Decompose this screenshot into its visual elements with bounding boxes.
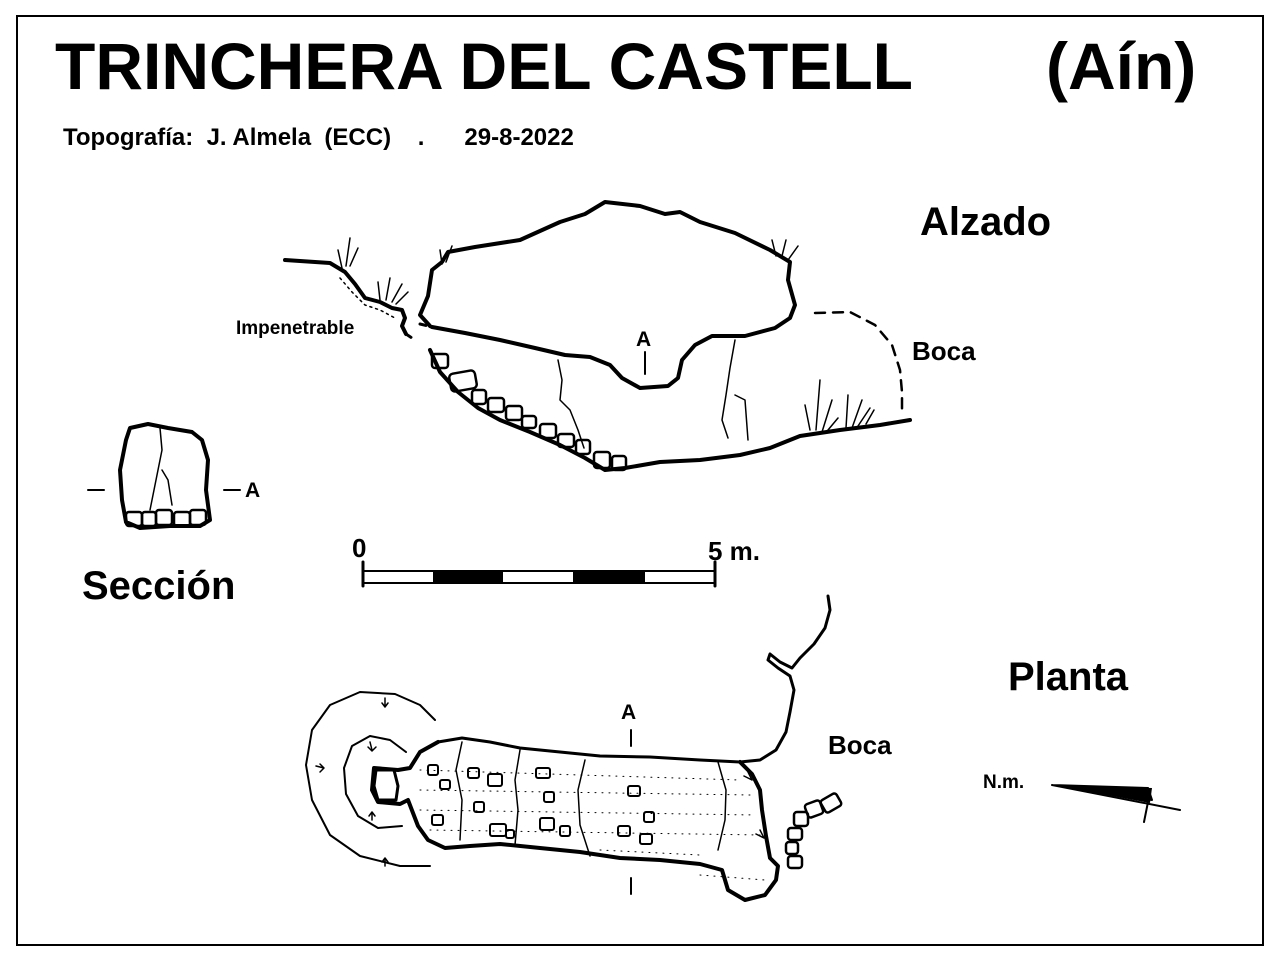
planta-contour-inner — [343, 735, 407, 829]
planta-contour-arrows — [315, 697, 765, 867]
credits-author: J. Almela — [206, 124, 312, 151]
north-arrow-fill — [1052, 785, 1152, 803]
alzado-ceiling — [418, 200, 797, 390]
planta-passage-blocks — [427, 764, 655, 845]
planta-passage-outline — [370, 740, 780, 902]
seccion-crack — [149, 427, 173, 511]
alzado-floor — [428, 348, 912, 472]
alzado-grass-4 — [771, 239, 799, 261]
alzado-crack-1 — [557, 359, 585, 449]
planta-heading: Planta — [1008, 655, 1129, 699]
seccion-marker: A — [245, 479, 261, 502]
planta-boca-blocks — [784, 792, 843, 870]
scale-bar-end-ticks — [361, 560, 717, 588]
alzado-boca-label: Boca — [912, 336, 976, 366]
scale-start-label: 0 — [352, 533, 367, 563]
alzado-section-marker: A — [636, 328, 652, 351]
alzado-heading: Alzado — [920, 200, 1052, 244]
scale-bar-segment-4 — [573, 571, 645, 583]
alzado-floor-blocks — [430, 352, 628, 472]
survey-title: TRINCHERA DEL CASTELL — [55, 29, 913, 103]
planta-plan — [305, 594, 1181, 902]
planta-step-lines — [455, 741, 727, 857]
alzado-boca-outline — [813, 310, 904, 414]
credits-club: (ECC) — [324, 124, 392, 151]
alzado-ground-texture — [339, 277, 396, 319]
planta-floor-stipple — [419, 769, 766, 881]
alzado-grass-5 — [804, 379, 875, 433]
planta-entrance-channel — [436, 594, 832, 764]
alzado-crack-2 — [721, 339, 749, 441]
alzado-ground-left — [283, 258, 408, 336]
seccion-heading: Sección — [82, 564, 236, 608]
scale-bar — [361, 560, 717, 588]
scale-end-label: 5 m. — [708, 536, 761, 566]
scale-bar-segment-2 — [433, 571, 503, 583]
alzado-elevation — [283, 200, 912, 472]
credits-label: Topografía: — [63, 124, 194, 151]
drawing-frame — [16, 15, 1264, 946]
survey-region: (Aín) — [1046, 29, 1197, 103]
scale-bar-outline — [362, 570, 716, 584]
planta-section-marker: A — [621, 701, 637, 724]
alzado-grass-3 — [439, 245, 453, 265]
alzado-impenetrable-label: Impenetrable — [236, 318, 355, 339]
credits-date: 29-8-2022 — [464, 124, 574, 151]
seccion-floor-blocks — [124, 508, 208, 528]
north-label: N.m. — [983, 772, 1025, 793]
seccion-cross-section — [87, 422, 241, 530]
planta-contour-outer — [305, 691, 436, 867]
credits-separator: . — [417, 124, 425, 151]
survey-credits: Topografía: J. Almela (ECC) . 29-8-2022 — [63, 124, 574, 152]
planta-terminal-pit — [372, 768, 400, 802]
planta-boca-label: Boca — [828, 730, 892, 760]
alzado-grass-2 — [377, 277, 409, 305]
alzado-grass-1 — [337, 237, 359, 269]
